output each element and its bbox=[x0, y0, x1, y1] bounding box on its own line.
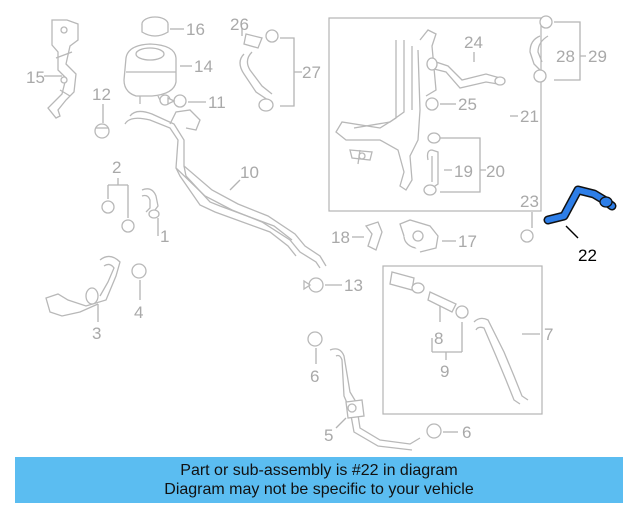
leader-19-20 bbox=[440, 137, 486, 193]
callout-11[interactable]: 11 bbox=[208, 93, 226, 112]
clamp-part-20b[interactable] bbox=[423, 184, 437, 196]
clamp-part-6a[interactable] bbox=[307, 331, 323, 347]
clamp-part-28[interactable] bbox=[539, 15, 553, 29]
clamp-part-4[interactable] bbox=[131, 263, 147, 279]
leader-10 bbox=[229, 179, 241, 191]
callout-16[interactable]: 16 bbox=[186, 20, 205, 39]
banner-line-disclaimer: Diagram may not be specific to your vehi… bbox=[164, 481, 474, 498]
hose-part-1[interactable] bbox=[141, 188, 160, 219]
pipe-part-8[interactable] bbox=[389, 271, 457, 313]
info-banner: Part or sub-assembly is #22 in diagram D… bbox=[15, 457, 623, 503]
callout-25[interactable]: 25 bbox=[458, 95, 477, 114]
leader-22 bbox=[565, 225, 579, 239]
inset-frame-21 bbox=[328, 17, 542, 212]
callout-13[interactable]: 13 bbox=[344, 276, 363, 295]
hose-part-19[interactable] bbox=[426, 149, 439, 189]
callout-20[interactable]: 20 bbox=[486, 162, 505, 181]
clamp-part-11[interactable] bbox=[167, 94, 187, 108]
pipe-assembly-part-21[interactable] bbox=[335, 29, 437, 191]
hose-part-22-highlighted[interactable] bbox=[543, 185, 617, 225]
callout-1[interactable]: 1 bbox=[160, 227, 169, 246]
reservoir-part-14[interactable] bbox=[123, 43, 177, 106]
hose-part-7[interactable] bbox=[473, 317, 529, 405]
hose-part-10[interactable] bbox=[124, 109, 327, 269]
hose-part-3[interactable] bbox=[45, 255, 121, 317]
hose-part-28[interactable] bbox=[529, 35, 549, 83]
clamp-part-9[interactable] bbox=[455, 305, 469, 319]
callout-6-upper[interactable]: 6 bbox=[310, 367, 319, 386]
bracket-part-15[interactable] bbox=[47, 19, 79, 119]
callout-14[interactable]: 14 bbox=[194, 57, 213, 76]
pump-part-17[interactable] bbox=[399, 219, 439, 253]
clamp-part-25[interactable] bbox=[425, 97, 439, 111]
callout-15[interactable]: 15 bbox=[26, 68, 45, 87]
clamp-part-6b[interactable] bbox=[426, 423, 442, 439]
leader-8-9 bbox=[431, 306, 463, 360]
hose-part-5[interactable] bbox=[329, 348, 421, 451]
inset-frame-7 bbox=[382, 265, 543, 415]
clamp-part-20a[interactable] bbox=[427, 132, 441, 144]
banner-line-part-number: Part or sub-assembly is #22 in diagram bbox=[180, 462, 458, 479]
callout-3[interactable]: 3 bbox=[92, 324, 101, 343]
leader-28-29 bbox=[554, 21, 586, 81]
callout-21[interactable]: 21 bbox=[520, 107, 539, 126]
callout-8[interactable]: 8 bbox=[434, 329, 443, 348]
callout-22-highlighted[interactable]: 22 bbox=[578, 246, 597, 265]
clamp-part-23[interactable] bbox=[520, 229, 534, 243]
callout-26[interactable]: 26 bbox=[230, 15, 249, 34]
callout-7[interactable]: 7 bbox=[544, 325, 553, 344]
callout-24[interactable]: 24 bbox=[464, 33, 483, 52]
callout-2[interactable]: 2 bbox=[112, 158, 121, 177]
bracket-part-18[interactable] bbox=[364, 221, 383, 251]
callout-10[interactable]: 10 bbox=[240, 163, 259, 182]
leader-5 bbox=[335, 417, 347, 429]
callout-9[interactable]: 9 bbox=[440, 362, 449, 381]
callout-19[interactable]: 19 bbox=[454, 162, 473, 181]
leader-2 bbox=[107, 178, 129, 218]
callout-28[interactable]: 28 bbox=[556, 47, 575, 66]
callout-5[interactable]: 5 bbox=[324, 426, 333, 445]
callout-12[interactable]: 12 bbox=[92, 85, 111, 104]
callout-27[interactable]: 27 bbox=[302, 63, 321, 82]
hose-part-24[interactable] bbox=[426, 57, 506, 89]
callout-17[interactable]: 17 bbox=[458, 232, 477, 251]
connector-part-26[interactable] bbox=[243, 33, 263, 49]
hose-part-27[interactable] bbox=[239, 29, 279, 112]
callout-23[interactable]: 23 bbox=[520, 192, 539, 211]
cap-part-16[interactable] bbox=[141, 16, 169, 37]
clamp-part-13[interactable] bbox=[303, 277, 324, 293]
leader-27 bbox=[280, 37, 302, 107]
callout-18[interactable]: 18 bbox=[331, 228, 350, 247]
clamp-part-2b[interactable] bbox=[121, 219, 135, 233]
callout-29[interactable]: 29 bbox=[588, 47, 607, 66]
callout-6-lower[interactable]: 6 bbox=[462, 423, 471, 442]
clamp-part-2a[interactable] bbox=[101, 200, 115, 214]
callout-4[interactable]: 4 bbox=[134, 303, 143, 322]
clamp-part-12[interactable] bbox=[94, 123, 110, 139]
